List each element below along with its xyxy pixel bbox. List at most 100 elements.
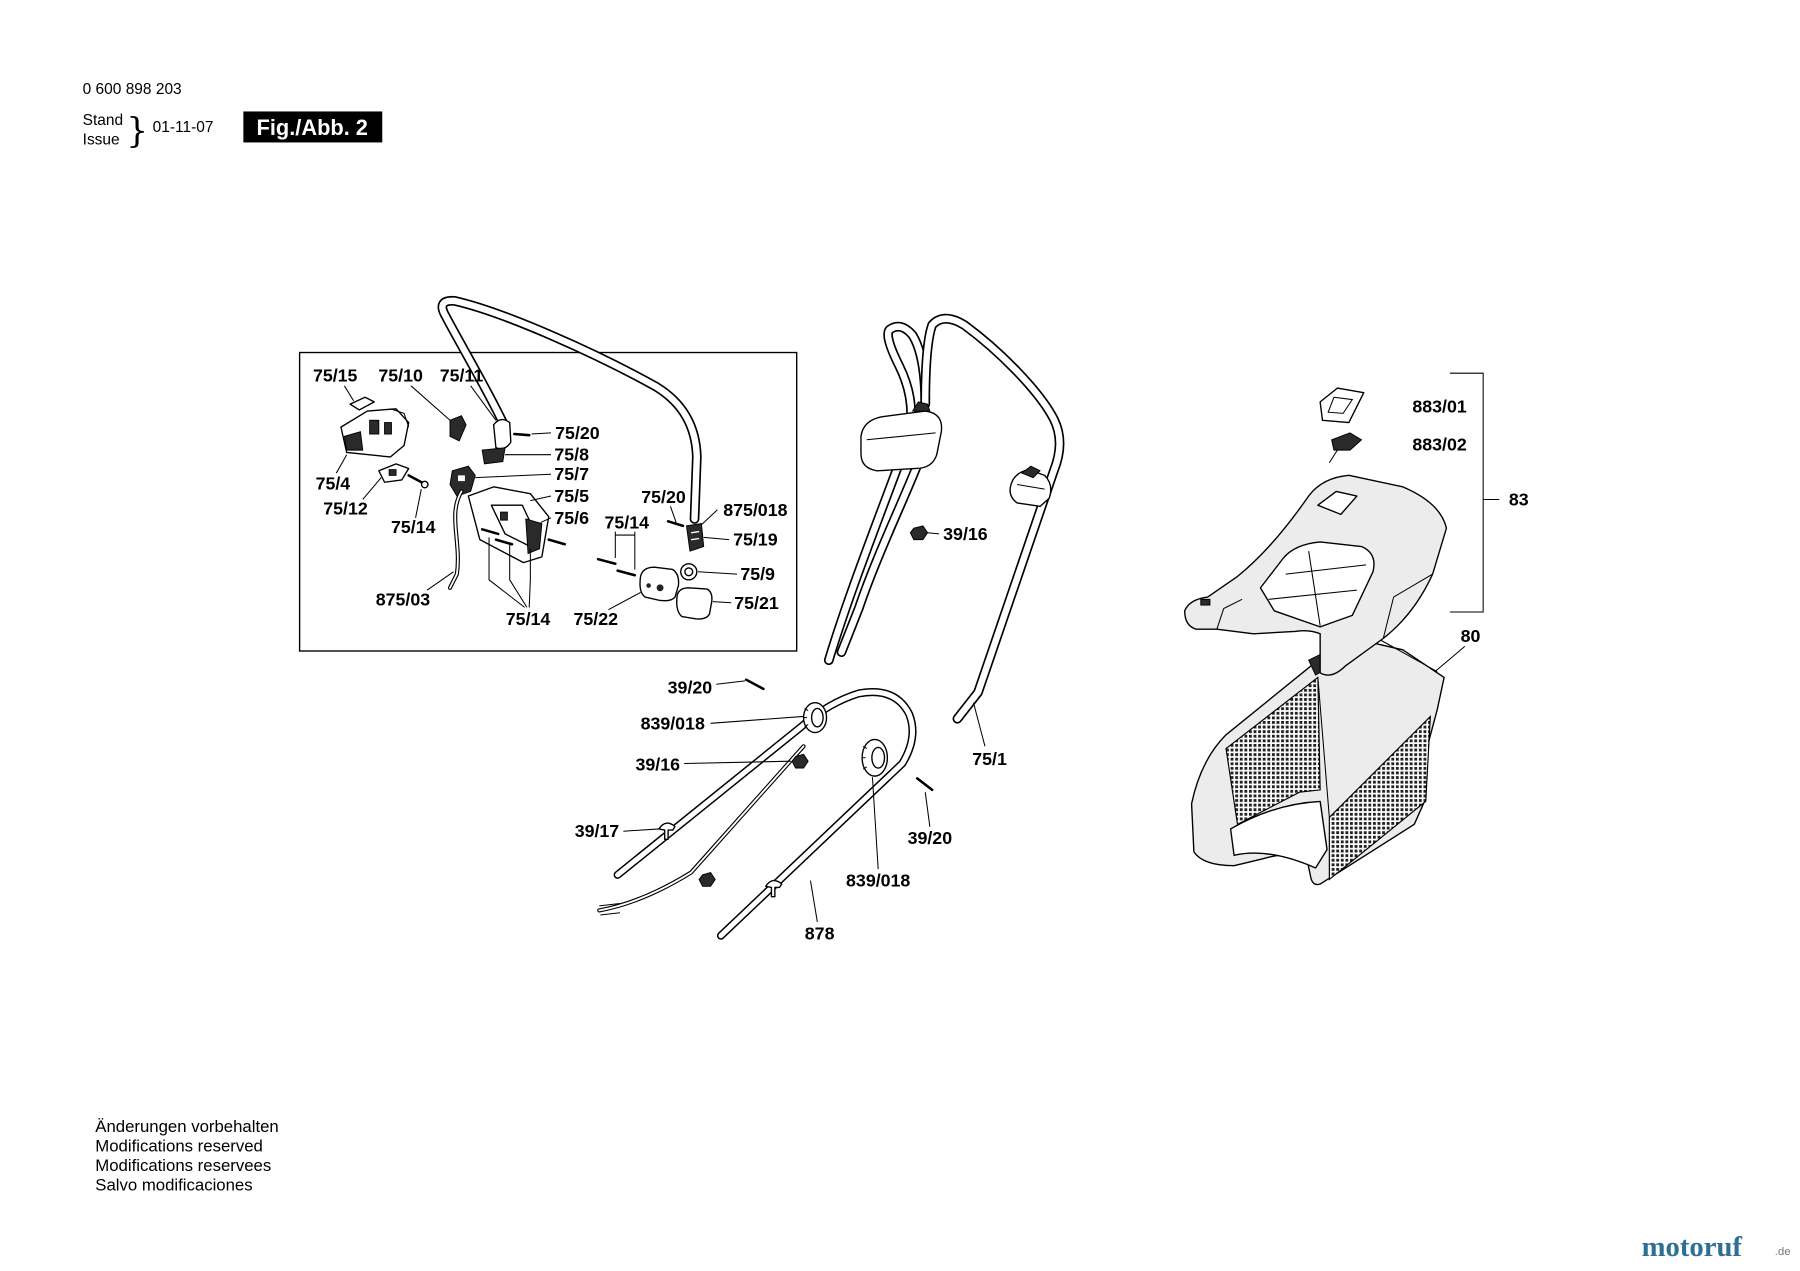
leader-line	[924, 792, 931, 827]
knob-housing-hole	[656, 584, 664, 592]
callout-75-22: 75/22	[574, 609, 619, 629]
leader-line	[703, 536, 730, 541]
grass-box-80	[1190, 637, 1445, 886]
callout-80: 80	[1461, 626, 1481, 646]
clip-75-10	[449, 415, 467, 442]
leader-line	[530, 495, 552, 502]
knob-face	[871, 746, 886, 769]
control-box	[860, 401, 943, 472]
part-75-19-ridges	[690, 530, 700, 541]
callout-839-018-b: 839/018	[846, 871, 910, 891]
callout-83: 83	[1509, 489, 1529, 509]
callout-39-17: 39/17	[575, 821, 620, 841]
callout-878: 878	[805, 923, 835, 943]
screw-shaft	[407, 474, 425, 485]
issue-label: Issue	[83, 132, 120, 149]
switch-detail	[458, 475, 465, 482]
callout-839-018-a: 839/018	[641, 713, 705, 733]
knob-ridges	[862, 745, 867, 770]
knob-839-018	[802, 701, 828, 734]
leader-line	[669, 506, 677, 523]
clip-75-12	[378, 463, 410, 483]
lid-slot	[1317, 490, 1358, 516]
callout-75-1: 75/1	[972, 749, 1007, 769]
housing-75-5	[467, 486, 550, 564]
callout-39-20-b: 39/20	[908, 828, 953, 848]
screws-75-14	[480, 528, 637, 577]
leader-line	[697, 571, 738, 575]
card-body	[1319, 387, 1365, 424]
footer-note-de: Änderungen vorbehalten	[95, 1117, 278, 1136]
inset-frame	[298, 351, 798, 652]
part-75-19-body	[685, 523, 705, 552]
handle-grip-cap	[1020, 465, 1041, 479]
upper-handle-tube-fill	[829, 327, 925, 661]
leader-line	[343, 385, 355, 402]
callout-75-15: 75/15	[313, 365, 358, 385]
leader-line	[712, 601, 732, 604]
document-number: 0 600 898 203	[83, 81, 182, 98]
callout-75-12: 75/12	[323, 499, 368, 519]
screw	[547, 538, 567, 546]
callout-75-19: 75/19	[733, 530, 778, 550]
screw-75-14	[407, 474, 429, 489]
leader-line	[1434, 646, 1466, 673]
watermark-tld: .de	[1775, 1246, 1791, 1258]
nut-39-16	[791, 753, 809, 769]
leader-line	[531, 432, 552, 435]
sheet-header: 0 600 898 203 Stand Issue } 01-11-07 Fig…	[83, 81, 383, 151]
watermark-logo: motoruf .de	[1642, 1231, 1791, 1263]
card-883-01	[1319, 387, 1365, 424]
switch-housing-slot	[384, 422, 392, 435]
ring-75-9	[680, 563, 698, 581]
screw	[494, 538, 514, 546]
watermark-name: motoruf	[1642, 1231, 1743, 1263]
leader-line	[335, 454, 348, 474]
leader-line	[362, 477, 382, 500]
bracket-83	[1449, 372, 1500, 613]
knob-housing-hole	[646, 583, 651, 588]
tag-883-02	[1328, 432, 1363, 464]
callout-75-14-c: 75/14	[605, 512, 650, 532]
label-card-75-15	[349, 396, 375, 411]
leader-line	[972, 702, 986, 747]
issue-date: 01-11-07	[153, 119, 214, 136]
leader-line	[684, 760, 791, 765]
handle-grip-body	[1009, 468, 1052, 508]
handle-grip	[1009, 465, 1052, 508]
screw	[480, 528, 500, 536]
knob-face	[810, 707, 824, 728]
leader-line	[608, 591, 641, 611]
card-window	[1327, 396, 1354, 414]
leader-line	[701, 509, 718, 526]
knob-housing-75-22	[639, 566, 680, 602]
leader-lines	[335, 372, 1500, 923]
screw-head	[420, 480, 429, 489]
leader-line	[716, 680, 746, 685]
switch-housing-face	[343, 431, 364, 451]
leader-line	[475, 473, 552, 479]
part-75-19	[685, 523, 705, 552]
tag-pin	[1328, 449, 1338, 464]
leader-line	[410, 385, 451, 421]
lid-83	[1184, 474, 1448, 676]
grass-box-mesh-left	[1225, 676, 1321, 826]
control-box-seam	[866, 432, 936, 441]
lid-edges	[1216, 573, 1433, 639]
handle-grip-seam	[1017, 484, 1045, 490]
callout-875-018: 875/018	[723, 500, 787, 520]
leader-line	[710, 715, 804, 724]
switch-housing-75-4	[340, 408, 410, 458]
callout-39-16-a: 39/16	[943, 524, 988, 544]
leader-line	[809, 880, 818, 923]
main-callouts: 39/16 39/20 839/018 39/16 39/17 39/20 83…	[575, 396, 1529, 943]
callout-39-20-a: 39/20	[668, 678, 713, 698]
pin-75-20	[513, 432, 531, 437]
callout-75-9: 75/9	[740, 564, 775, 584]
screw-39-20	[915, 777, 934, 792]
footer-note-fr: Modifications reservees	[95, 1156, 271, 1175]
switch-housing-edge	[390, 408, 410, 428]
leader-line	[927, 532, 940, 535]
lid-recess-ribs	[1268, 551, 1367, 626]
